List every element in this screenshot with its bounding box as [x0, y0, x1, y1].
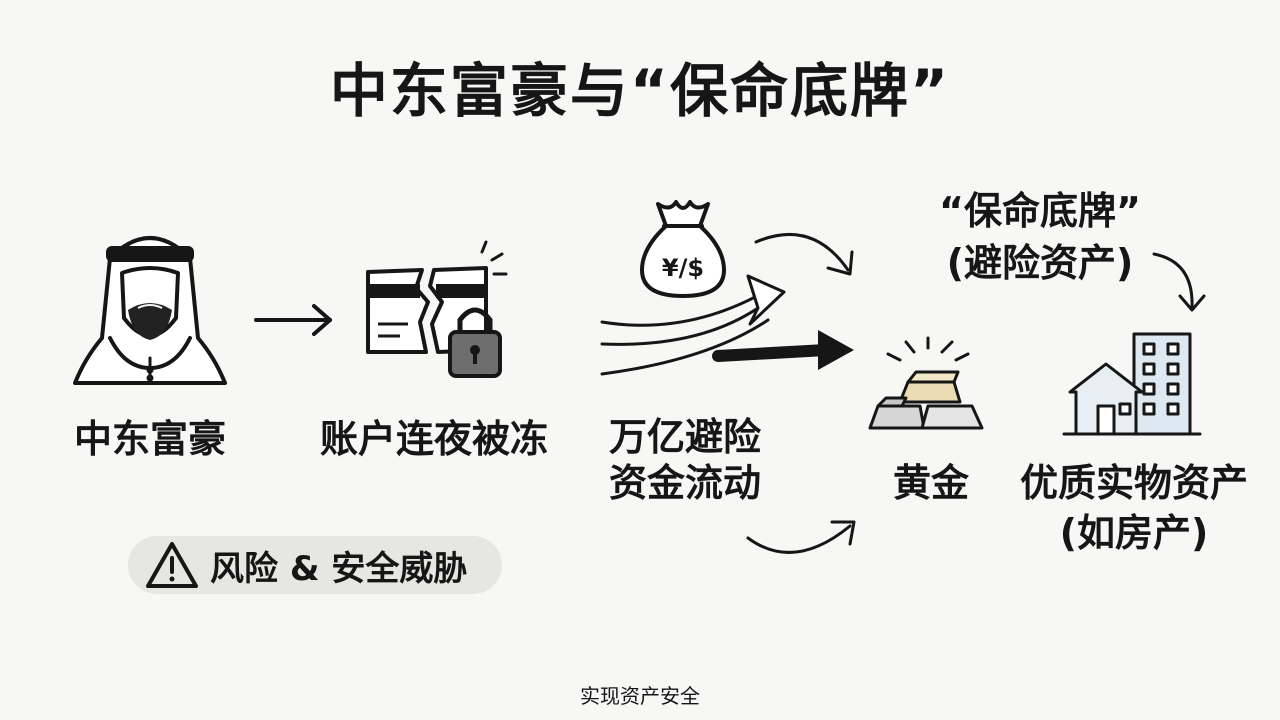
- node-label-frozen: 账户连夜被冻: [319, 417, 548, 461]
- house-building-icon: [1062, 332, 1202, 436]
- node-label-property-line1: 优质实物资产: [1019, 461, 1248, 505]
- curved-arrow-bottom-icon: [746, 520, 856, 554]
- arab-man-icon: [73, 236, 227, 385]
- curved-arrow-top-icon: [754, 233, 854, 276]
- footer-text: 实现资产安全: [580, 684, 700, 708]
- risk-label: 风险 & 安全威胁: [210, 548, 468, 589]
- gold-bars-icon: [868, 336, 984, 430]
- node-label-gold: 黄金: [892, 461, 969, 505]
- node-label-property-line2: (如房产): [1059, 511, 1209, 555]
- node-label-rich: 中东富豪: [73, 417, 226, 461]
- safe-haven-subtitle: (避险资产): [946, 241, 1134, 285]
- flow-arrows: [600, 274, 854, 376]
- broken-card-lock-icon: [366, 240, 508, 378]
- safe-haven-title: “保命底牌”: [939, 189, 1141, 233]
- money-bag-icon: ¥/$: [640, 200, 726, 298]
- warning-icon: [146, 542, 198, 588]
- curved-arrow-right-icon: [1152, 252, 1206, 312]
- node-label-flow-line2: 资金流动: [608, 461, 761, 505]
- money-bag-text: ¥/$: [662, 254, 704, 282]
- node-label-flow-line1: 万亿避险: [608, 415, 761, 459]
- page-title: 中东富豪与“保命底牌”: [329, 57, 951, 125]
- risk-badge: 风险 & 安全威胁: [128, 536, 502, 594]
- arrow-right-icon: [254, 304, 332, 336]
